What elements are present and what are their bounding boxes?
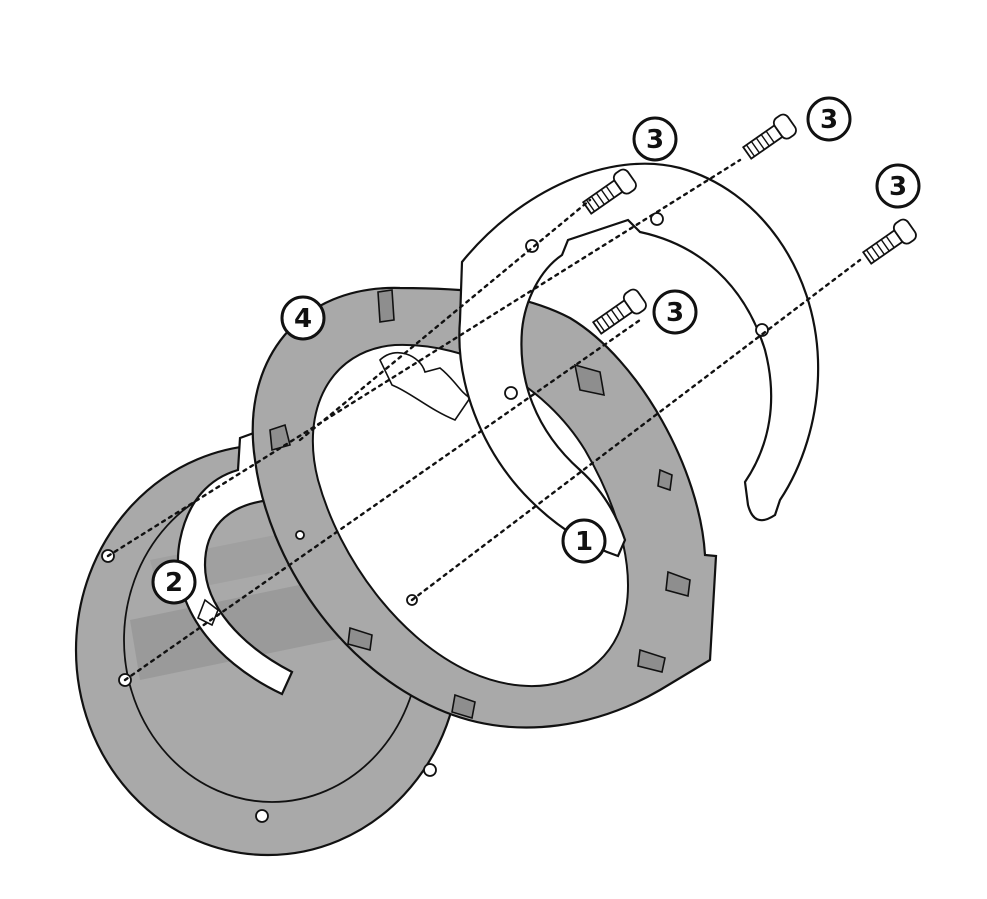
screw-top-middle-part	[581, 168, 637, 215]
alignment-line	[298, 198, 592, 442]
callout-screw-top-middle: 3	[632, 116, 678, 162]
screw-right-part	[861, 218, 917, 265]
screw-top-right-part	[741, 113, 797, 160]
alignment-line	[410, 258, 862, 602]
alignment-line	[123, 318, 642, 682]
callout-label: 3	[666, 298, 684, 328]
callout-label: 4	[294, 304, 312, 334]
callout-screw-right: 3	[875, 163, 921, 209]
callout-label: 3	[646, 125, 664, 155]
screw-center-part	[591, 288, 647, 335]
alignment-lines	[106, 158, 862, 682]
callout-screw-center: 3	[652, 289, 698, 335]
callout-spacer-ring: 2	[151, 559, 197, 605]
callout-screw-top-right: 3	[806, 96, 852, 142]
callout-label: 2	[165, 568, 183, 598]
callout-adapter-plate: 1	[561, 518, 607, 564]
callout-label: 3	[820, 105, 838, 135]
mount-ring-part	[251, 286, 718, 729]
callout-label: 1	[575, 527, 593, 557]
callout-mount-ring: 4	[280, 295, 326, 341]
callout-label: 3	[889, 172, 907, 202]
